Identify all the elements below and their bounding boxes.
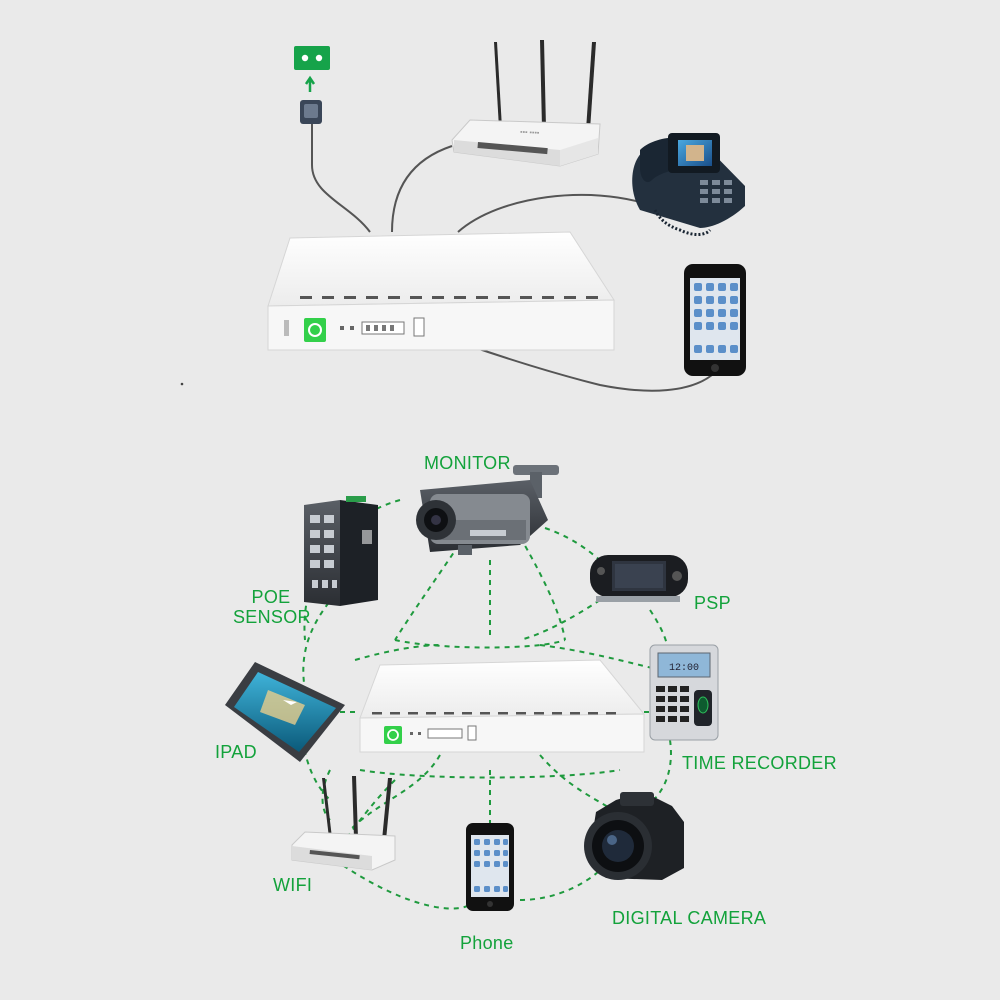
poe-switch-icon [304, 496, 378, 606]
label-sensor: SENSOR [233, 607, 311, 627]
tablet-icon [225, 662, 345, 762]
phone-icon [466, 823, 514, 911]
svg-text:12:00: 12:00 [669, 663, 699, 674]
mini-ups-icon [267, 231, 615, 351]
desk-phone-icon [632, 133, 745, 236]
label-monitor: MONITOR [424, 453, 511, 473]
psp-icon [590, 555, 688, 602]
label-ipad: IPAD [215, 742, 257, 762]
router-icon: ▪▪▪ ▪▪▪▪ [451, 40, 601, 167]
label-poe: POE [251, 587, 291, 607]
label-time-recorder: TIME RECORDER [682, 753, 837, 773]
digital-camera-icon [584, 792, 684, 880]
security-camera-icon [416, 465, 559, 555]
wifi-router-icon [291, 776, 396, 871]
stray-dot [180, 382, 184, 386]
label-wifi: WIFI [273, 875, 313, 895]
svg-text:▪▪▪ ▪▪▪▪: ▪▪▪ ▪▪▪▪ [520, 129, 540, 137]
label-digital-camera: DIGITAL CAMERA [612, 908, 767, 928]
power-adapter-icon [294, 46, 330, 124]
center-ups-icon [359, 659, 646, 753]
smartphone-icon [684, 264, 746, 376]
time-recorder-icon: 12:00 [649, 644, 719, 741]
label-phone: Phone [460, 933, 514, 953]
label-psp: PSP [694, 593, 731, 613]
